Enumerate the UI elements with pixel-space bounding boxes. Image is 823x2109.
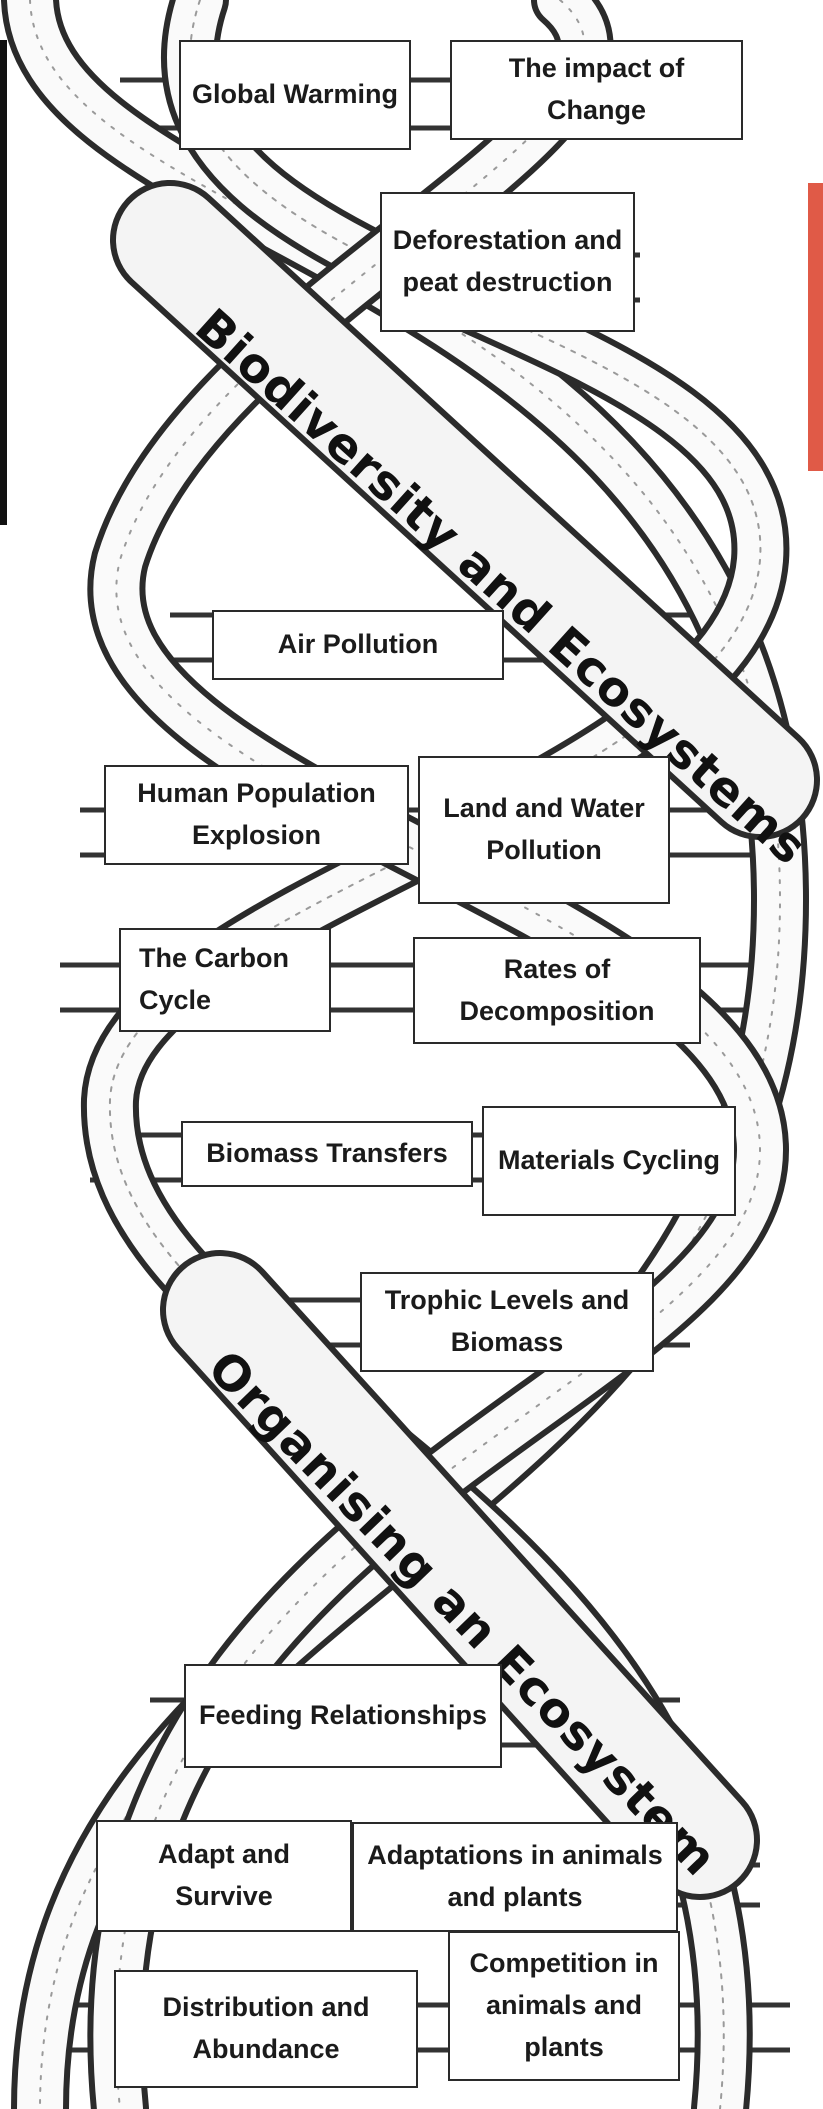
topic-feeding-relationships[interactable]: Feeding Relationships: [184, 1664, 502, 1768]
topic-trophic-levels[interactable]: Trophic Levels and Biomass: [360, 1272, 654, 1372]
topic-biomass-transfers[interactable]: Biomass Transfers: [181, 1121, 473, 1187]
topic-deforestation[interactable]: Deforestation and peat destruction: [380, 192, 635, 332]
topic-materials-cycling[interactable]: Materials Cycling: [482, 1106, 736, 1216]
topic-rates-decomposition[interactable]: Rates of Decomposition: [413, 937, 701, 1044]
topic-human-population[interactable]: Human Population Explosion: [104, 765, 409, 865]
topic-impact-of-change[interactable]: The impact of Change: [450, 40, 743, 140]
topic-land-water-pollution[interactable]: Land and Water Pollution: [418, 756, 670, 904]
topic-distribution-abundance[interactable]: Distribution and Abundance: [114, 1970, 418, 2088]
topic-adapt-survive[interactable]: Adapt and Survive: [96, 1820, 352, 1932]
topic-global-warming[interactable]: Global Warming: [179, 40, 411, 150]
topic-carbon-cycle[interactable]: The Carbon Cycle: [119, 928, 331, 1032]
topic-competition[interactable]: Competition in animals and plants: [448, 1931, 680, 2081]
right-edge-tab: [808, 183, 823, 471]
topic-air-pollution[interactable]: Air Pollution: [212, 610, 504, 680]
left-edge-bar: [0, 40, 7, 525]
topic-adaptations[interactable]: Adaptations in animals and plants: [352, 1822, 678, 1932]
